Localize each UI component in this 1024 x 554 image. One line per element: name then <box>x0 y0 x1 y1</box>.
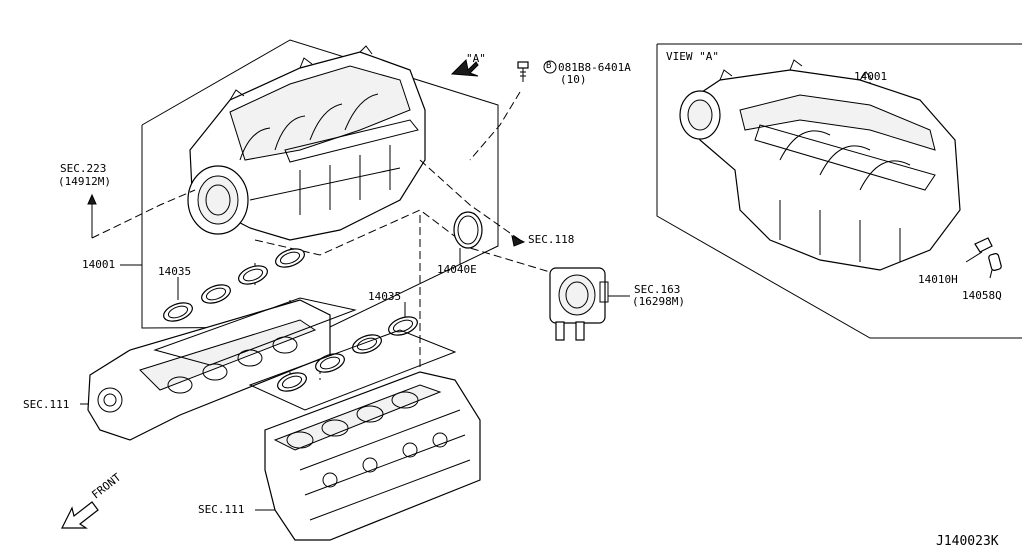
label-sec111-left: SEC.111 <box>23 398 70 411</box>
label-sec111-bottom: SEC.111 <box>198 503 245 516</box>
view-title: VIEW "A" <box>666 50 719 63</box>
upper-gaskets-right <box>248 316 457 411</box>
label-sec163-code: (16298M) <box>632 295 685 308</box>
label-sec223-code: (14912M) <box>58 175 111 188</box>
view-arrow <box>450 58 479 77</box>
throttle-gasket <box>453 211 483 249</box>
view-a-frame <box>656 43 1022 339</box>
label-14035-right: 14035 <box>368 290 402 303</box>
bolt-symbol: B <box>546 61 552 71</box>
throttle-body <box>549 267 609 341</box>
label-14010h: 14010H <box>918 273 958 286</box>
bolt-part-number: 081B8-6401A <box>558 61 631 74</box>
label-sec118: SEC.118 <box>528 233 575 246</box>
front-arrow-icon <box>61 501 99 529</box>
cylinder-head-right <box>264 371 481 541</box>
intake-manifold-view-a <box>679 59 961 271</box>
label-14040e: 14040E <box>437 263 477 276</box>
gasket-plate-left <box>153 297 357 366</box>
hose-and-cap <box>974 237 1002 271</box>
label-14001-right: 14001 <box>854 70 888 83</box>
label-14058q: 14058Q <box>962 289 1002 302</box>
intake-manifold-main <box>187 45 426 241</box>
bolt-icon <box>517 60 557 82</box>
view-arrow-label: "A" <box>466 52 486 65</box>
label-sec223: SEC.223 <box>60 162 107 175</box>
label-14035-left: 14035 <box>158 265 192 278</box>
diagram-id: J140023K <box>936 534 999 549</box>
label-sec163: SEC.163 <box>634 283 681 296</box>
upper-gaskets-left <box>163 248 305 322</box>
label-14001-left: 14001 <box>82 258 116 271</box>
bolt-quantity: (10) <box>560 73 587 86</box>
